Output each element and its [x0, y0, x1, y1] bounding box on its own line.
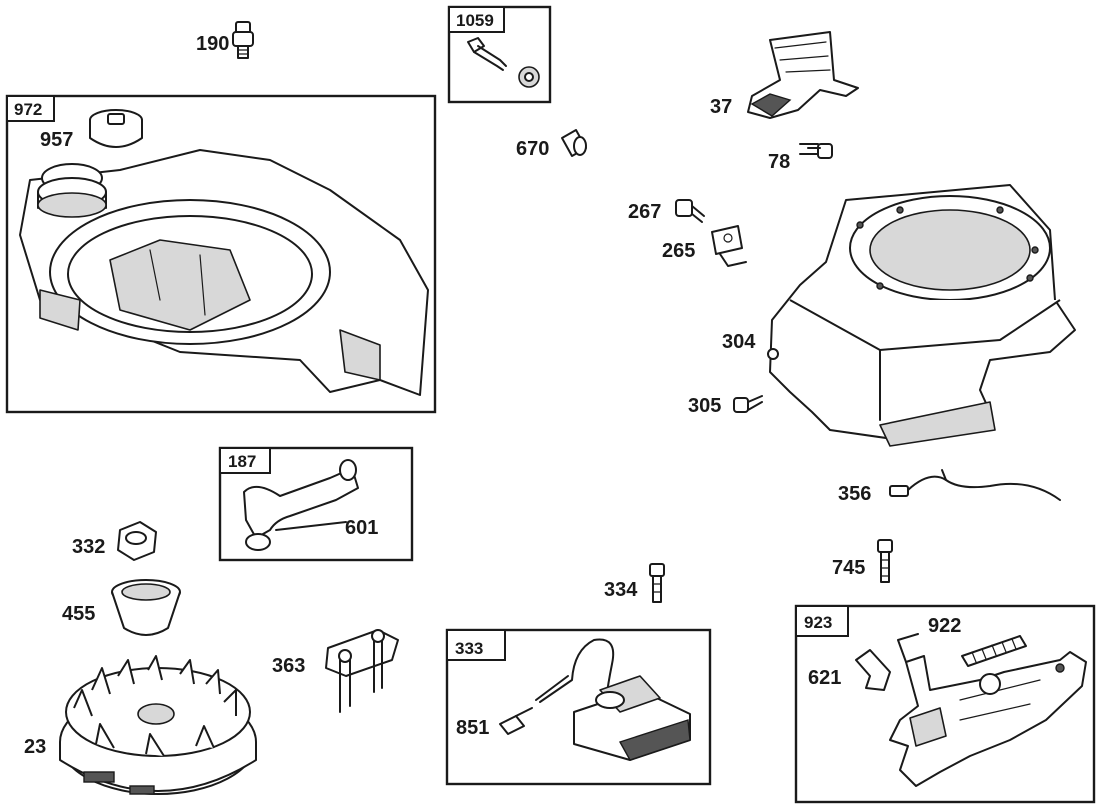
part-label-37: 37 — [710, 96, 732, 118]
part-972-group — [5, 94, 437, 414]
part-label-455: 455 — [62, 603, 95, 625]
part-333-frame — [445, 628, 712, 786]
part-label-922: 922 — [928, 615, 961, 637]
part-label-190: 190 — [196, 33, 229, 55]
part-label-972: 972 — [14, 100, 42, 119]
part-78-bolt-drawing — [799, 143, 833, 159]
part-label-267: 267 — [628, 201, 661, 223]
part-334-bolt-drawing — [649, 563, 665, 603]
part-1059-group — [447, 5, 552, 104]
part-923-frame — [794, 604, 1096, 804]
part-label-851: 851 — [456, 717, 489, 739]
part-187-group — [218, 446, 414, 562]
part-label-265: 265 — [662, 240, 695, 262]
part-670-bushing-drawing — [561, 129, 587, 157]
part-455-cup-drawing — [111, 579, 181, 636]
part-label-670: 670 — [516, 138, 549, 160]
part-label-923: 923 — [804, 613, 832, 632]
part-label-356: 356 — [838, 483, 871, 505]
part-label-78: 78 — [768, 151, 790, 173]
part-333-group — [445, 628, 712, 786]
part-23-flywheel-drawing — [59, 655, 257, 795]
part-label-334: 334 — [604, 579, 638, 601]
part-972-frame — [5, 94, 437, 414]
part-745-bolt-drawing — [877, 539, 893, 583]
part-305-bolt-drawing — [733, 395, 763, 413]
part-190-screw-drawing — [232, 21, 254, 59]
part-label-333: 333 — [455, 639, 483, 658]
part-label-332: 332 — [72, 536, 105, 558]
part-label-1059: 1059 — [456, 11, 494, 30]
part-267-bolt-drawing — [675, 199, 705, 223]
part-363-bracket-drawing — [325, 629, 399, 713]
part-304-blower-housing-drawing — [767, 184, 1076, 447]
part-label-304: 304 — [722, 331, 756, 353]
part-label-621: 621 — [808, 667, 841, 689]
part-label-187: 187 — [228, 452, 256, 471]
part-356-wire-drawing — [889, 469, 1061, 501]
part-label-745: 745 — [832, 557, 865, 579]
part-187-frame — [218, 446, 414, 562]
part-label-363: 363 — [272, 655, 305, 677]
part-332-nut-drawing — [117, 521, 157, 561]
part-label-601: 601 — [345, 517, 378, 539]
part-923-group — [794, 604, 1096, 804]
part-label-23: 23 — [24, 736, 46, 758]
part-label-957: 957 — [40, 129, 73, 151]
part-37-deflector-drawing — [747, 31, 859, 119]
part-label-305: 305 — [688, 395, 721, 417]
part-265-clip-drawing — [711, 225, 747, 267]
